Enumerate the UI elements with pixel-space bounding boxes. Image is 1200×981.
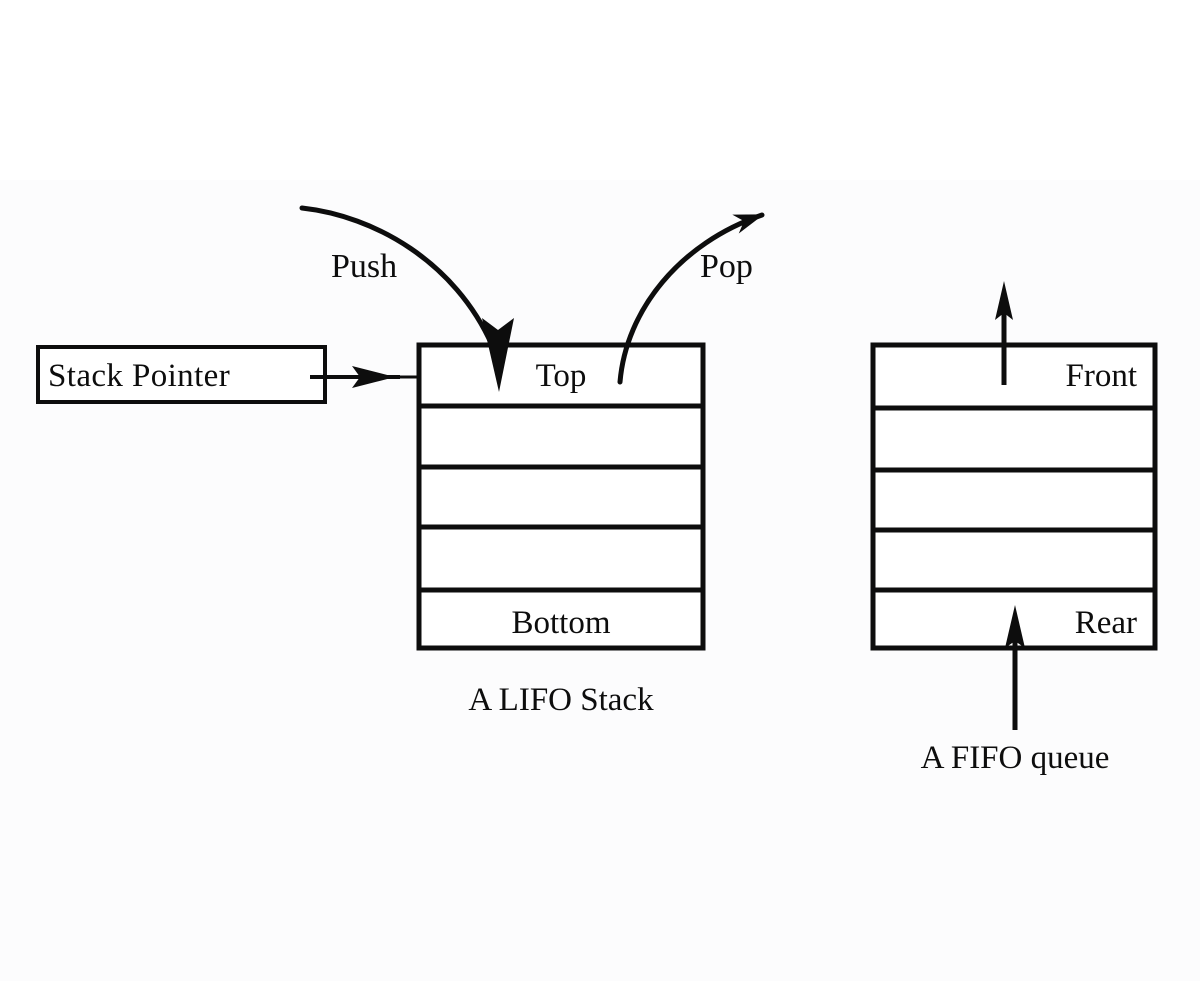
queue-caption: A FIFO queue: [920, 740, 1110, 776]
push-arrow: [299, 205, 514, 392]
stack-caption: A LIFO Stack: [468, 682, 654, 718]
stack-pointer-box: [36, 345, 327, 404]
stack-cell-top-label: Top: [535, 358, 587, 394]
stack-pointer-arrow: [310, 366, 419, 388]
queue-box: [870, 342, 1158, 651]
rear-arrow: [1005, 605, 1025, 730]
pop-operation-label: Pop: [700, 248, 753, 285]
push-operation-label: Push: [331, 248, 398, 285]
pop-arrow: [617, 212, 765, 385]
stack-pointer-label: Stack Pointer: [48, 358, 231, 394]
stack-box: [416, 342, 706, 651]
stack-cell-bottom-label: Bottom: [511, 605, 611, 641]
queue-cell-rear-label: Rear: [1074, 605, 1137, 641]
queue-cell-front-label: Front: [1065, 358, 1137, 394]
front-arrow: [995, 281, 1013, 385]
